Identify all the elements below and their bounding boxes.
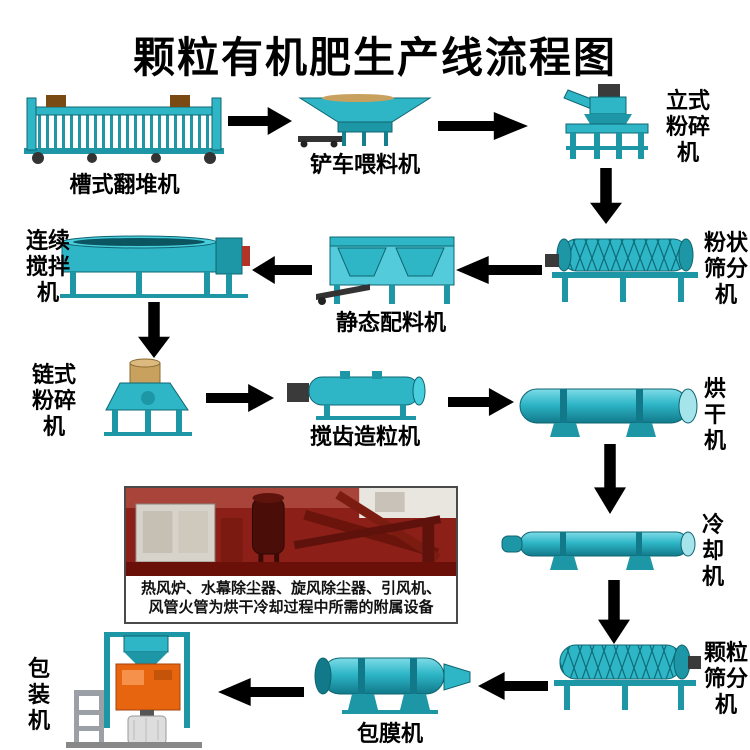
cooler-image bbox=[496, 516, 698, 576]
arrow-dryer-to-cooler bbox=[594, 444, 626, 514]
vertical-crusher-label: 立式粉碎机 bbox=[665, 88, 710, 166]
chain-crusher-label: 链式粉碎机 bbox=[31, 362, 76, 440]
auxiliary-photo-scene bbox=[126, 488, 456, 576]
cooler-label: 冷却机 bbox=[701, 512, 724, 590]
trough-turner-image bbox=[22, 88, 227, 168]
continuous-mixer-label: 连续搅拌机 bbox=[25, 228, 70, 306]
loader-feeder-image bbox=[296, 92, 434, 148]
auxiliary-note-line2: 风管火管为烘干冷却过程中所需的附属设备 bbox=[148, 598, 434, 616]
coating-machine-image bbox=[306, 650, 474, 716]
static-batcher-label: 静态配料机 bbox=[335, 310, 446, 336]
dryer-label: 烘干机 bbox=[703, 376, 726, 454]
arrow-batcher-to-mixer bbox=[252, 256, 312, 284]
auxiliary-note: 热风炉、水幕除尘器、旋风除尘器、引风机、 风管火管为烘干冷却过程中所需的附属设备 bbox=[126, 576, 456, 622]
packing-machine-label: 包装机 bbox=[27, 656, 50, 734]
arrow-turner-to-feeder bbox=[228, 107, 292, 135]
powder-screener-image bbox=[544, 226, 704, 306]
arrow-mixer-to-chain-crusher bbox=[138, 302, 170, 358]
arrow-coater-to-packer bbox=[218, 678, 304, 706]
packing-machine-image bbox=[56, 630, 214, 748]
stirring-granulator-image bbox=[286, 370, 444, 420]
coating-machine-label: 包膜机 bbox=[356, 721, 423, 747]
powder-screener-label: 粉状筛分机 bbox=[703, 230, 748, 308]
page-title: 颗粒有机肥生产线流程图 bbox=[132, 33, 617, 82]
arrow-chain-crusher-to-granulator bbox=[206, 384, 274, 412]
arrow-powder-screener-to-batcher bbox=[456, 256, 542, 284]
granule-screener-label: 颗粒筛分机 bbox=[703, 640, 748, 718]
chain-crusher-image bbox=[96, 356, 201, 438]
arrow-granule-screener-to-coater bbox=[478, 672, 548, 700]
continuous-mixer-image bbox=[56, 228, 251, 300]
trough-turner-label: 槽式翻堆机 bbox=[69, 172, 180, 198]
static-batcher-image bbox=[316, 232, 466, 306]
arrow-granulator-to-dryer bbox=[448, 388, 514, 416]
loader-feeder-label: 铲车喂料机 bbox=[309, 152, 420, 178]
arrow-crusher-to-powder-screener bbox=[590, 168, 622, 224]
stirring-granulator-label: 搅齿造粒机 bbox=[309, 424, 420, 450]
auxiliary-note-line1: 热风炉、水幕除尘器、旋风除尘器、引风机、 bbox=[140, 579, 441, 597]
granule-screener-image bbox=[550, 634, 702, 714]
arrow-feeder-to-crusher bbox=[438, 112, 528, 140]
vertical-crusher-image bbox=[554, 82, 659, 164]
dryer-image bbox=[518, 380, 700, 440]
auxiliary-equipment-photo: 热风炉、水幕除尘器、旋风除尘器、引风机、 风管火管为烘干冷却过程中所需的附属设备 bbox=[124, 486, 458, 624]
